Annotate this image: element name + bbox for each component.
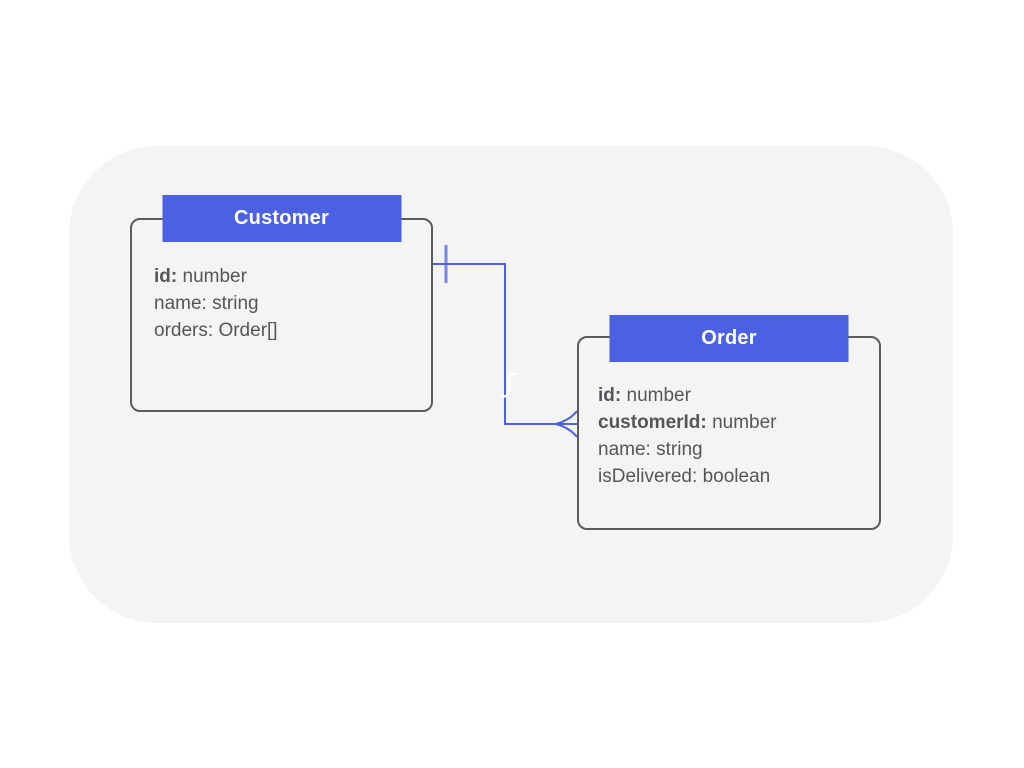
entity-fields-order: id:number customerId:number name:string … <box>598 382 776 490</box>
field-row: id:number <box>598 382 776 409</box>
field-type: string <box>212 293 259 314</box>
field-row: customerId:number <box>598 409 776 436</box>
field-name: orders: <box>154 320 214 341</box>
entity-node-order[interactable]: Order id:number customerId:number name:s… <box>577 315 881 530</box>
field-type: number <box>182 266 247 287</box>
field-type: Order[] <box>218 320 278 341</box>
field-type: number <box>626 385 691 406</box>
field-name: isDelivered: <box>598 466 698 487</box>
field-type: number <box>712 412 777 433</box>
field-row: id:number <box>154 263 278 290</box>
field-name: id: <box>598 385 622 406</box>
field-row: orders:Order[] <box>154 317 278 344</box>
field-name: name: <box>154 293 207 314</box>
field-type: boolean <box>702 466 771 487</box>
field-row: name:string <box>598 436 776 463</box>
entity-node-customer[interactable]: Customer id:number name:string orders:Or… <box>130 195 433 412</box>
field-row: isDelivered:boolean <box>598 463 776 490</box>
entity-header-customer: Customer <box>162 195 401 242</box>
entity-fields-customer: id:number name:string orders:Order[] <box>154 263 278 344</box>
field-row: name:string <box>154 290 278 317</box>
field-name: customerId: <box>598 412 707 433</box>
field-type: string <box>656 439 703 460</box>
field-name: id: <box>154 266 178 287</box>
entity-header-order: Order <box>609 315 849 362</box>
field-name: name: <box>598 439 651 460</box>
